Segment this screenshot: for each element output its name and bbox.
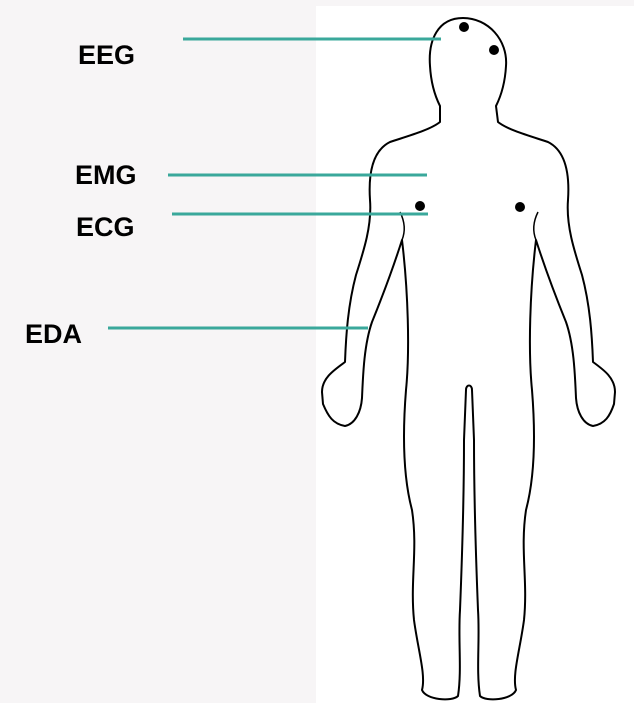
eeg-electrode-dot xyxy=(459,22,469,32)
eeg-label: EEG xyxy=(78,42,135,69)
eda-label: EDA xyxy=(25,321,82,348)
ecg-label: ECG xyxy=(76,214,135,241)
human-body-outline xyxy=(322,18,615,699)
ecg-electrode-dot xyxy=(415,201,425,211)
emg-label: EMG xyxy=(75,162,137,189)
ecg-electrode-dot xyxy=(515,202,525,212)
eeg-electrode-dot xyxy=(489,45,499,55)
